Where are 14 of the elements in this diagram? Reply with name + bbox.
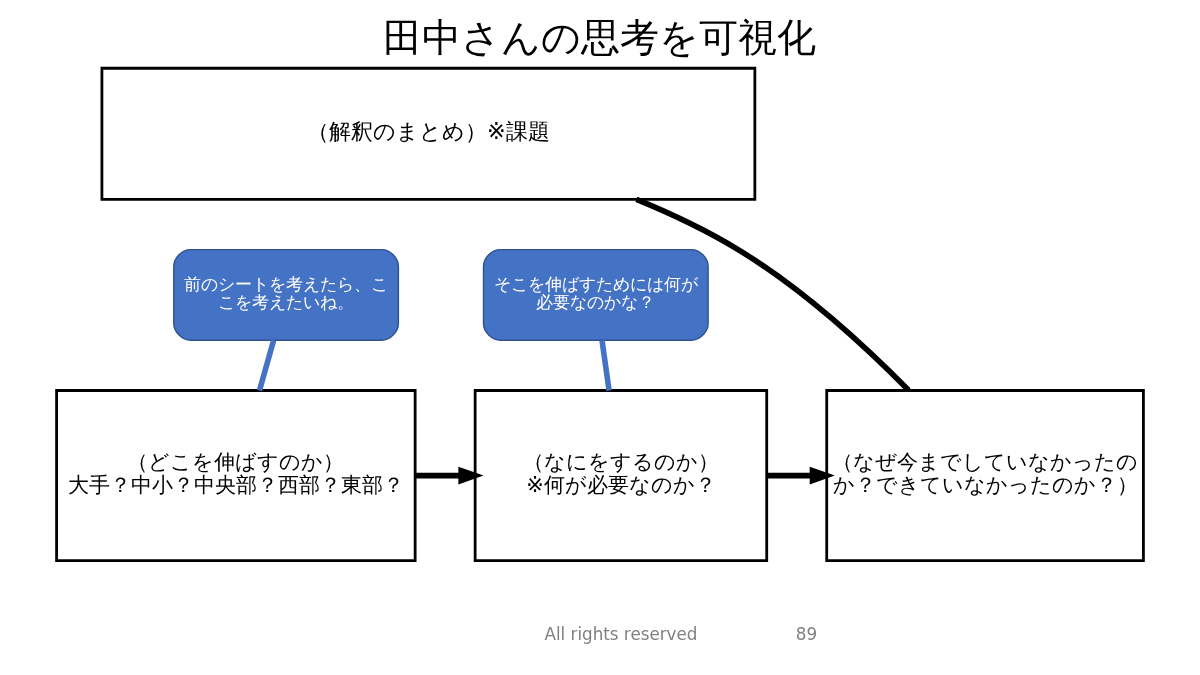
connector	[635, 196, 911, 393]
node-box: そこを伸ばすためには何が必要なのかな？	[482, 248, 709, 341]
label: All rights reserved	[544, 624, 698, 645]
diagram-title: 田中さんの思考を可視化	[383, 14, 817, 60]
node-box: 前のシートを考えたら、ここを考えたいね。	[173, 248, 400, 341]
node-box: （どこを伸ばすのか） 大手？中小？中央部？西部？東部？	[55, 389, 417, 563]
node-box: （なにをするのか） ※何が必要なのか？	[473, 389, 769, 563]
connector	[599, 339, 612, 391]
connector	[256, 339, 277, 392]
arrow	[766, 466, 835, 485]
label: 89	[795, 624, 818, 645]
node-box: （解釈のまとめ）※課題	[100, 66, 757, 201]
node-box: （なぜ今までしていなかったのか？できていなかったのか？）	[825, 389, 1145, 563]
arrow	[415, 466, 484, 485]
